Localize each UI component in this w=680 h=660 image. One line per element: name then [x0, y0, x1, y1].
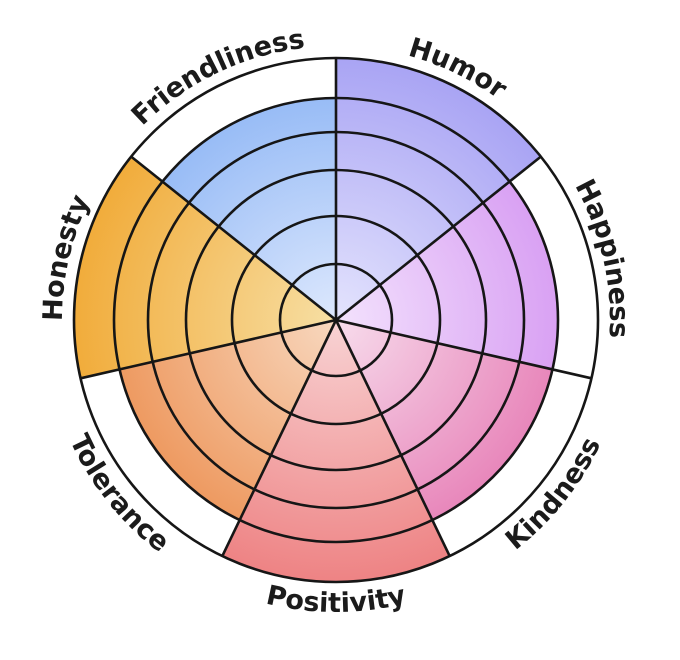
sector-friendliness: [162, 98, 336, 320]
spoke-line: [221, 319, 338, 557]
spoke-line: [80, 318, 337, 380]
label-positivity: Positivity: [264, 580, 409, 619]
wheel-spokes: [80, 58, 592, 557]
spoke-line: [334, 319, 451, 557]
sector-positivity: [222, 320, 450, 582]
sector-honesty: [74, 156, 337, 379]
label-happiness: Happiness: [569, 174, 635, 338]
spoke-line: [335, 318, 592, 380]
spoke-line: [335, 155, 542, 322]
sector-humor: [336, 58, 541, 320]
spoke-line: [130, 155, 337, 322]
